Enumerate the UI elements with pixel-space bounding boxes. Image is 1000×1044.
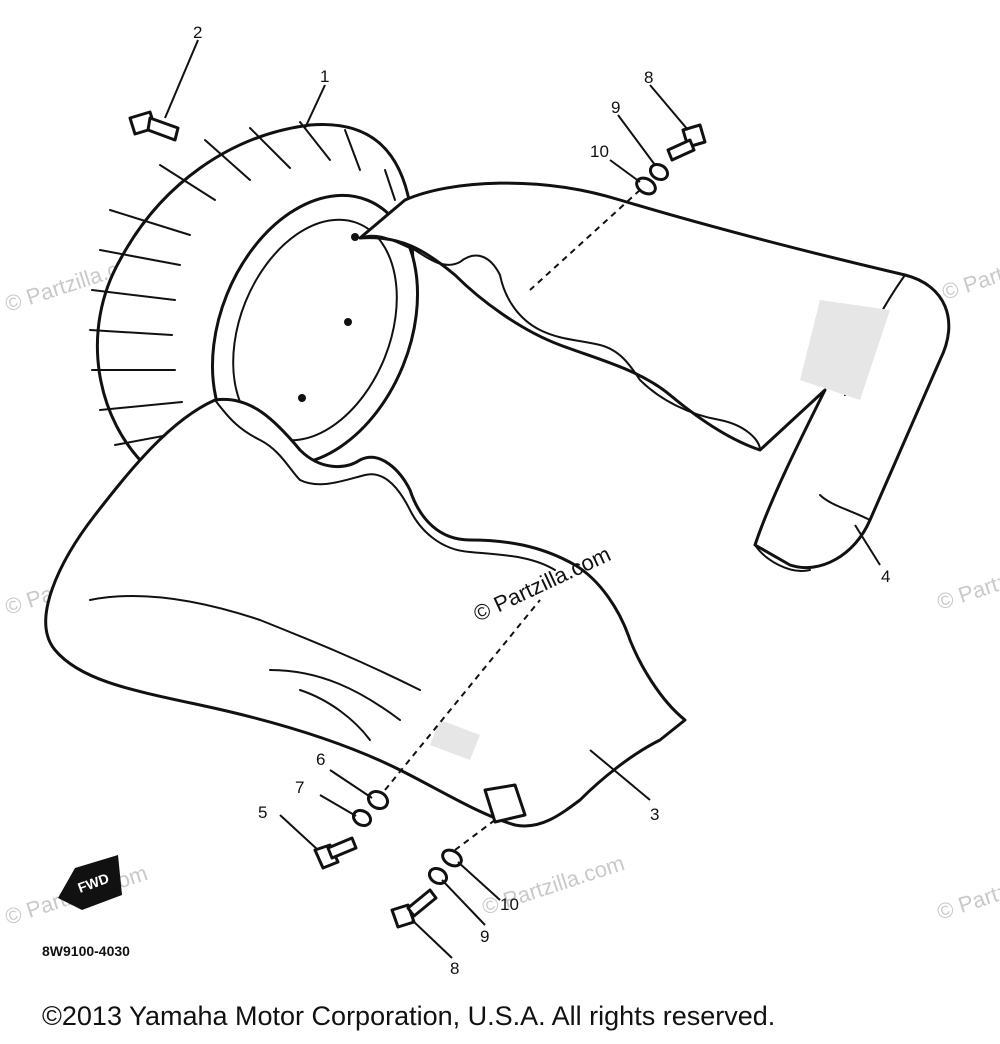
callout-1: 1 [320, 67, 329, 86]
flywheel-part-1 [89, 121, 420, 483]
callout-10-top: 10 [590, 142, 609, 161]
watermark-right-bottom: © Partzilla.com [934, 855, 1000, 925]
callout-8-bottom: 8 [450, 959, 459, 978]
fwd-arrow-icon: FWD [58, 855, 122, 910]
callout-5: 5 [258, 803, 267, 822]
copyright-notice: ©2013 Yamaha Motor Corporation, U.S.A. A… [42, 1001, 775, 1031]
washer-part-10-bottom [441, 848, 463, 868]
lower-cover-part-3 [44, 397, 687, 828]
callout-8-top: 8 [644, 68, 653, 87]
callout-7: 7 [295, 778, 304, 797]
callout-9-top: 9 [611, 98, 620, 117]
watermark-right-mid: © Partzilla.com [934, 545, 1000, 615]
leader-lines [164, 39, 881, 959]
callout-labels: 2 1 8 9 10 4 6 7 5 3 10 9 8 [193, 23, 890, 978]
bolt-part-8-bottom [390, 888, 438, 929]
washer-part-6 [366, 789, 390, 811]
bolt-part-8-top [666, 123, 707, 162]
callout-10-bottom: 10 [500, 895, 519, 914]
washer-part-7 [351, 808, 373, 828]
top-cover-part-4 [358, 181, 951, 572]
callout-9-bottom: 9 [480, 927, 489, 946]
callout-4: 4 [881, 567, 890, 586]
bolt-part-5 [313, 836, 358, 870]
washer-part-9-top [648, 162, 670, 182]
callout-3: 3 [650, 805, 659, 824]
callout-2: 2 [193, 23, 202, 42]
watermark-right-top: © Partzilla.com [939, 235, 1000, 305]
bolt-part-2 [128, 110, 180, 142]
callout-6: 6 [316, 750, 325, 769]
reference-code: 8W9100-4030 [42, 943, 130, 959]
